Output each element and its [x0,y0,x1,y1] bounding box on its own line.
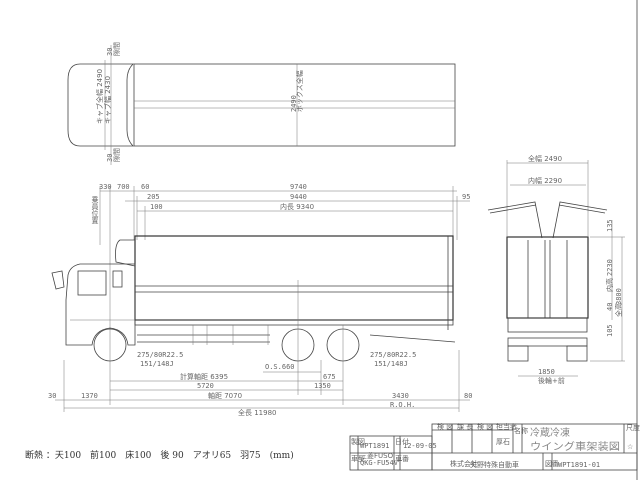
seat-position-label: 乗員位置 [91,195,99,224]
scale-label: 尺度 [626,423,640,432]
box-width: 2490 [290,95,298,112]
company-name: 矢野特殊自動車 [470,460,519,469]
dim-1370: 1370 [81,392,98,400]
rear-left-wheels [507,345,529,362]
rear-inner-height-label: 内高 [605,278,614,292]
dim-overall-length: 全長 11980 [238,408,277,417]
rear-tire-size: 275/80R22.5 [370,351,416,359]
scale-symbol-icon: ☆ [627,443,633,451]
rear-dim-105: 105 [606,324,614,337]
front-tire-size: 275/80R22.5 [137,351,183,359]
cargo-box [134,235,454,321]
drafter-name: 厚石 [496,438,510,446]
cab-gap-top-label: 隙間 [112,42,121,56]
drawing-title-line1: 冷蔵冷凍 [530,426,570,439]
dim-60: 60 [141,183,149,191]
rear-overall-width: 全幅 2490 [528,154,562,163]
cab-gap-bottom-label: 隙間 [112,148,121,162]
box-width-label: ボックス全幅 [295,70,304,112]
fig-no: WPT1891-01 [558,461,600,469]
cab-gap-top: 30 [106,48,114,56]
rear-box [506,236,589,319]
date: 12-09-05 [403,442,437,450]
dim-calc-wheelbase: 計算軸距 6395 [180,372,228,381]
left-wing [487,201,543,239]
name-label: 名称 [514,426,528,435]
rear-dim-135: 135 [606,219,614,232]
drawing-no-label: 製図 [351,437,365,446]
side-view: 乗員位置 330 700 60 9740 205 9440 95 100 内長 … [48,183,472,417]
rear-dim-2230: 2230 [606,259,614,276]
title-block: 製図 WPT1891 日付 12-09-05 車型 三菱FUSO QKG-FU5… [349,0,640,480]
fig-no-label: 図番 [545,460,559,468]
approval-check-1: 検 図 [437,422,453,431]
rear-view: 全幅 2490 内幅 2290 135 2230 内高 3800 全高 40 1… [487,154,625,385]
cab-window [77,270,107,296]
approval-check-2: 検 図 [477,422,493,431]
rear-track-label: 後輪+前 [538,376,565,385]
rear-overall-height-label: 全高 [614,303,623,317]
company-prefix: 株式会社 [450,459,478,468]
dim-5720: 5720 [197,382,214,390]
right-wing [552,201,608,239]
dim-95: 95 [462,193,470,201]
dim-675: 675 [323,373,336,381]
dim-80: 80 [464,392,472,400]
cab-side [65,263,136,346]
dim-330: 330 [99,183,112,191]
cab-width: キャブ幅 2430 [103,76,112,124]
approval-manager: 課 長 [457,422,473,431]
dim-100: 100 [150,203,163,211]
rear-track: 1850 [538,368,555,376]
top-view: 30 隙間 30 隙間 キャブ全幅 2490 キャブ幅 2430 2490 ボッ… [67,42,456,165]
front-tire-load: 151/148J [140,360,174,368]
model-maker: 三菱FUSO [360,451,394,460]
cab-gap-bottom: 30 [106,154,114,162]
insulation-note: 断熱 ：天100 前100 床100 後 90 アオリ65 羽75 (mm) [25,449,294,461]
drawing-title-line2: ウイング車架装図 [530,440,620,453]
approval-drafter: 担当者 [496,422,517,431]
model: QKG-FU54VT [360,459,403,467]
dim-overhang-os: O.S.660 [265,363,295,371]
dim-1350: 1350 [314,382,331,390]
front-wheel [93,328,127,362]
dim-205: 205 [147,193,160,201]
dim-30: 30 [48,392,56,400]
dim-3430: 3430 [392,392,409,400]
rear-dim-40: 40 [606,303,614,311]
rear-right-wheels [566,345,588,362]
rear-tire-load: 151/148J [374,360,408,368]
dim-inner-length: 内長 9340 [280,202,314,211]
dim-9440: 9440 [290,193,307,201]
dim-wheelbase: 軸距 7070 [208,391,242,400]
cab-overall-width: キャブ全幅 2490 [95,69,104,124]
dim-roh: R.O.H. [390,401,415,409]
box-outline-top [133,63,456,147]
rear-dim-3800: 3800 [615,288,623,305]
roof-deflector [115,239,136,267]
model-label: 車型 [351,454,365,463]
dim-700: 700 [117,183,130,191]
drawing-no: WPT1891 [360,442,390,450]
dim-9740: 9740 [290,183,307,191]
cab-outline-top [67,63,134,147]
chassis-label: 車番 [395,454,409,463]
rear-inner-width: 内幅 2290 [528,176,562,185]
date-label: 日付 [395,437,409,446]
mirror [51,270,65,290]
